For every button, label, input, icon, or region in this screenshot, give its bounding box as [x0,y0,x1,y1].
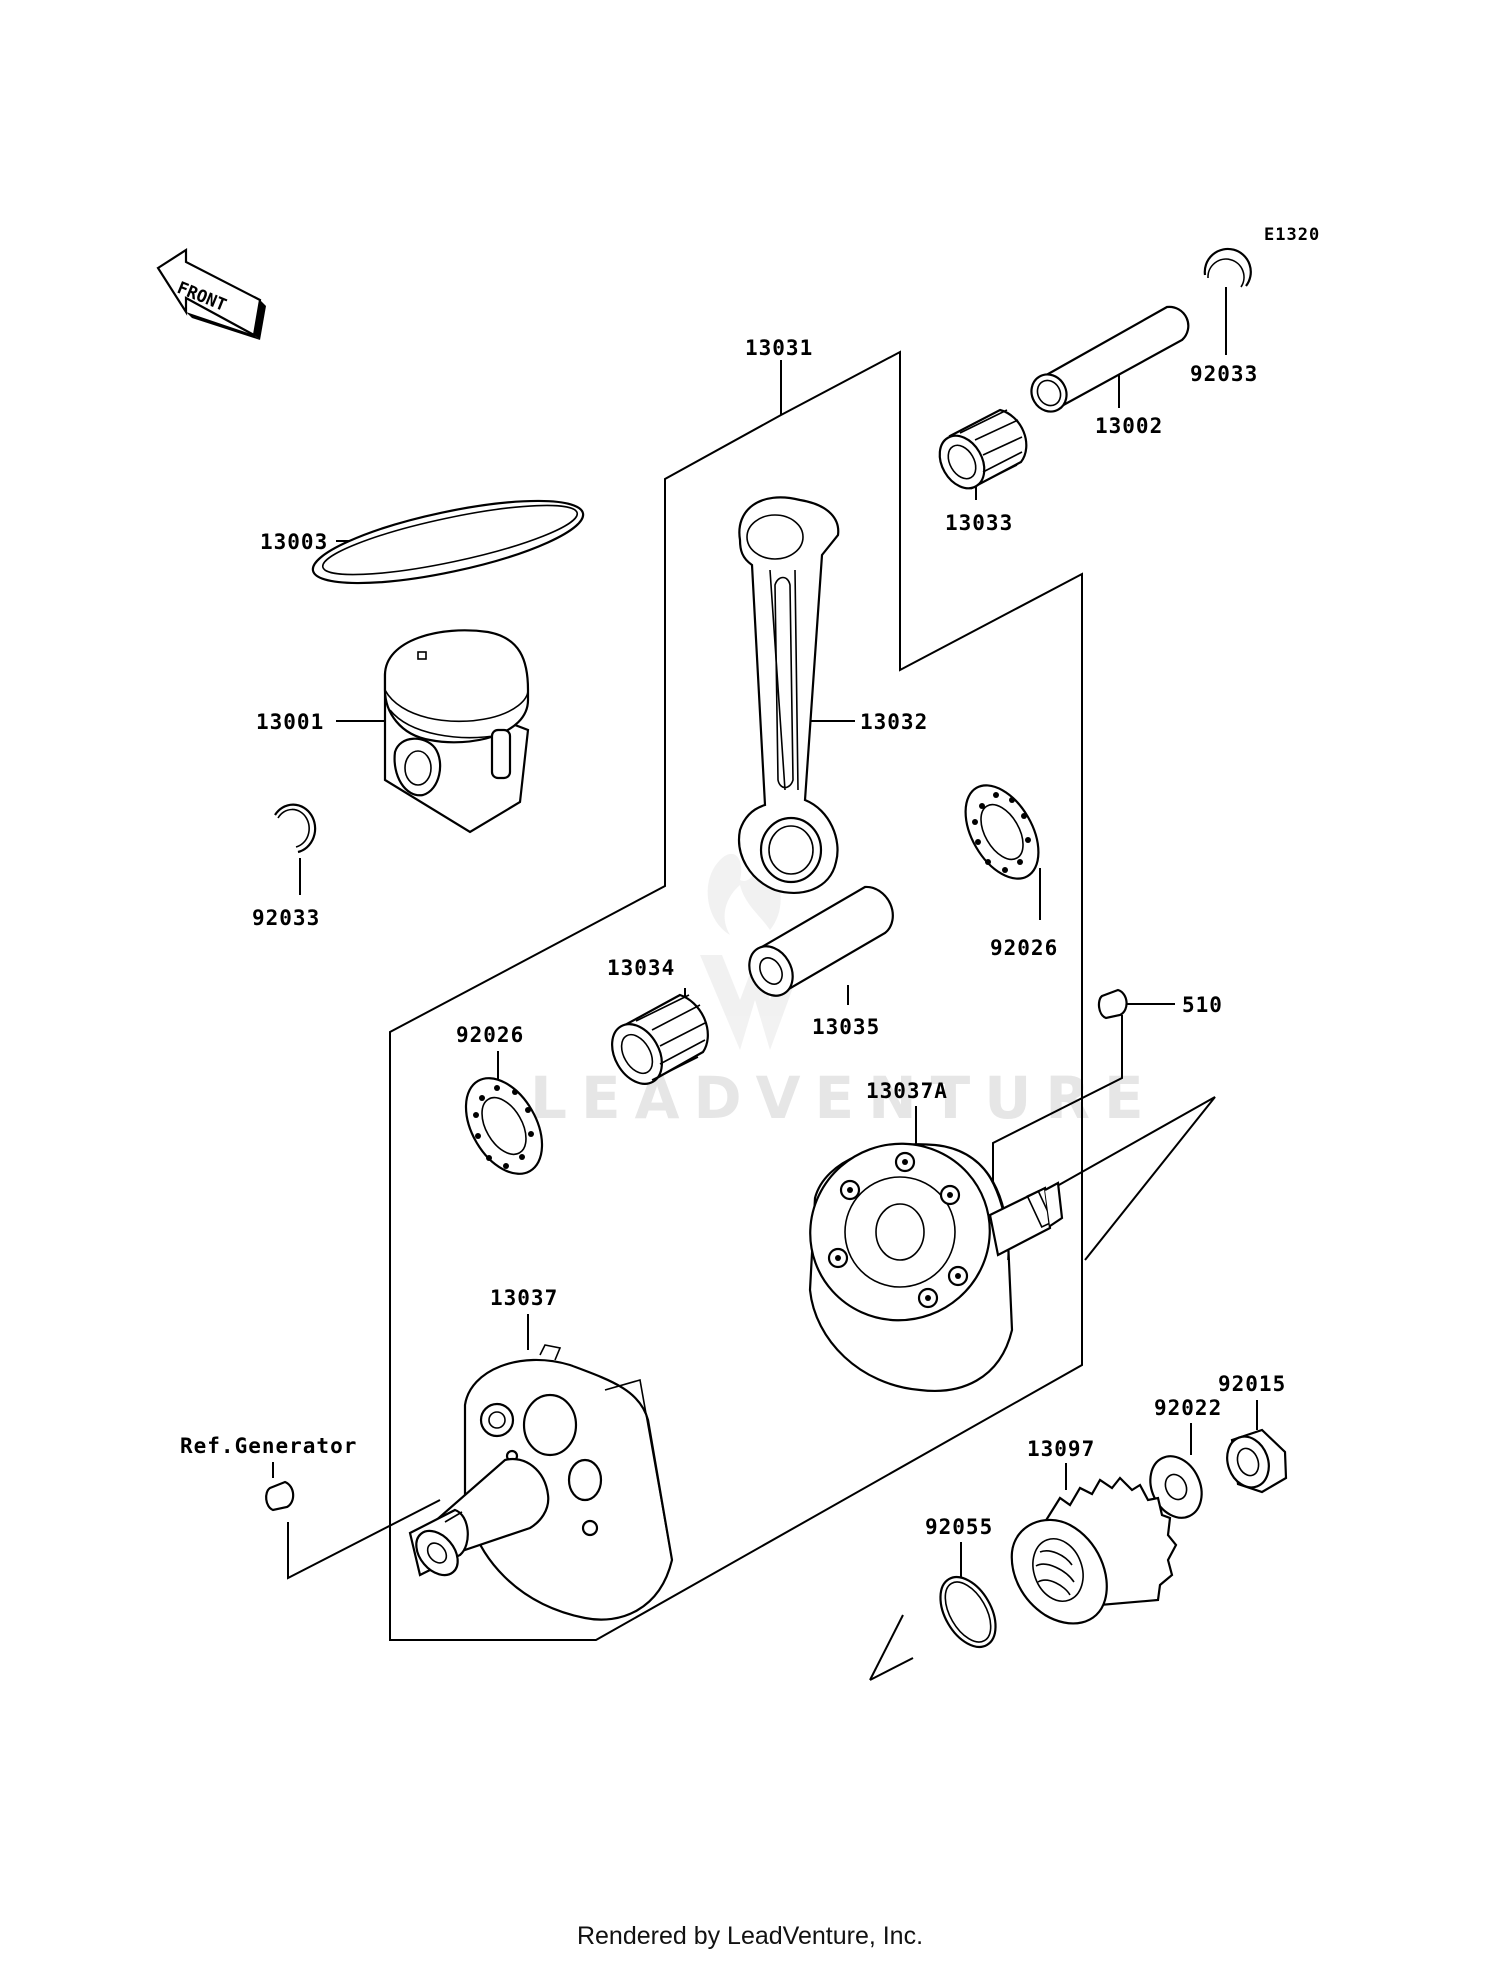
label-92015: 92015 [1218,1372,1286,1396]
o-ring-92055 [939,1576,997,1648]
washer-92022 [1149,1455,1203,1519]
connecting-rod-group-frame [389,350,1083,1641]
label-13001: 13001 [256,710,324,734]
label-13035: 13035 [812,1015,880,1039]
diagram-code: E1320 [1264,225,1320,245]
label-92026-right: 92026 [990,936,1058,960]
ref-generator-label: Ref.Generator [180,1434,357,1458]
leader-lines [272,287,1258,1681]
front-arrow-icon: FRONT [156,247,266,340]
crank-pin-13035 [748,885,894,997]
crankshaft-half-13037 [408,1344,674,1621]
label-13002: 13002 [1095,414,1163,438]
label-13033: 13033 [945,511,1013,535]
circlip-92033-top [1203,247,1252,288]
label-510: 510 [1182,993,1223,1017]
woodruff-key-510 [1097,988,1128,1020]
needle-bearing-13033 [938,408,1028,490]
label-13003: 13003 [260,530,328,554]
circlip-92033-left [274,803,317,854]
label-92033-top: 92033 [1190,362,1258,386]
label-13032: 13032 [860,710,928,734]
piston-ring-13003 [311,499,585,585]
nut-92015 [1226,1428,1288,1494]
crankshaft-half-13037a [808,1142,1064,1392]
label-92022: 92022 [1154,1396,1222,1420]
needle-bearing-13034 [611,993,709,1085]
label-13031: 13031 [745,336,813,360]
thrust-washer-92026-left [464,1077,544,1175]
label-13037a: 13037A [866,1079,948,1103]
label-13097: 13097 [1027,1437,1095,1461]
connecting-rod-13032 [737,496,840,894]
label-92033-left: 92033 [252,906,320,930]
gear-13097 [1010,1476,1178,1625]
label-92055: 92055 [925,1515,993,1539]
label-13034: 13034 [607,956,675,980]
thrust-washer-92026-right [964,784,1040,880]
label-13037: 13037 [490,1286,558,1310]
footer-credit: Rendered by LeadVenture, Inc. [576,1922,924,1950]
piston-13001 [383,629,530,834]
piston-pin-13002 [1030,305,1190,413]
woodruff-key-ref-generator [265,1480,295,1512]
label-92026-left: 92026 [456,1023,524,1047]
